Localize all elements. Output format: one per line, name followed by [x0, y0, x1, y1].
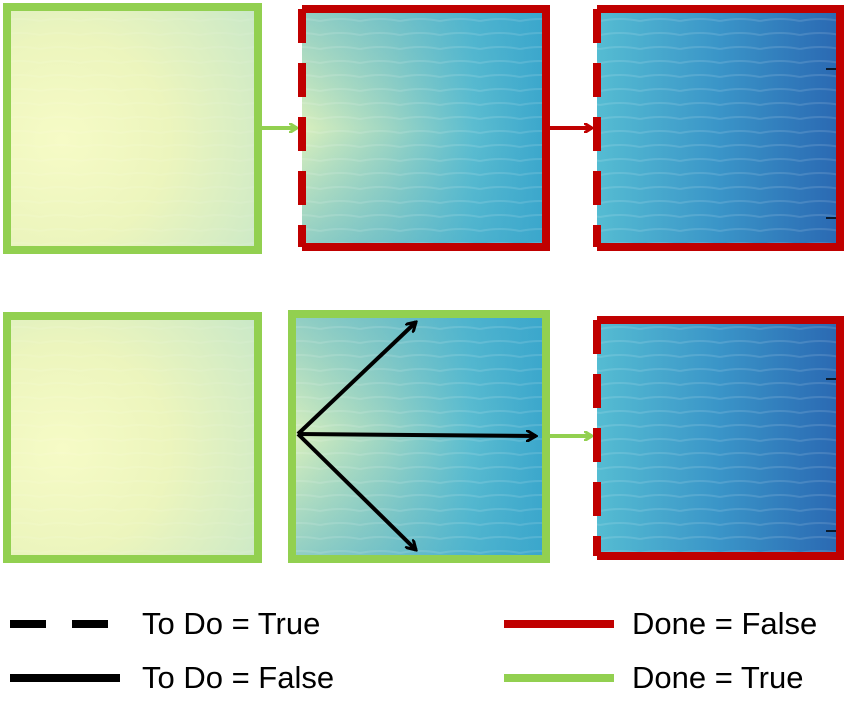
- row1-final-border-solid-red: [597, 5, 844, 251]
- legend-label-todo-false: To Do = False: [142, 660, 335, 695]
- row2-intermediate-panel: [288, 310, 550, 563]
- row1-intermediate-border-solid-red: [302, 5, 550, 251]
- row1-initial-border-solid-green: [3, 3, 262, 254]
- row1-intermediate-panel: [298, 5, 550, 251]
- row2-initial-panel: [3, 312, 262, 563]
- legend-label-done-true: Done = True: [632, 660, 804, 695]
- row2-branch-arrow-right: [297, 434, 536, 436]
- row1-final-panel: [593, 5, 844, 251]
- row2-branch-arrow-up: [296, 322, 416, 436]
- row2-final-panel: [593, 316, 844, 560]
- row2-initial-border-solid-green: [3, 312, 262, 563]
- row2-final-border-solid-red: [597, 316, 844, 560]
- legend-label-todo-true: To Do = True: [142, 606, 321, 641]
- row2-intermediate-border-solid-green: [288, 310, 550, 563]
- row2-branch-arrow-down: [296, 432, 416, 550]
- row-2: [3, 310, 844, 563]
- row1-initial-panel: [3, 3, 262, 254]
- legend: [10, 620, 614, 682]
- legend-label-done-false: Done = False: [632, 606, 818, 641]
- row-1: [3, 3, 844, 254]
